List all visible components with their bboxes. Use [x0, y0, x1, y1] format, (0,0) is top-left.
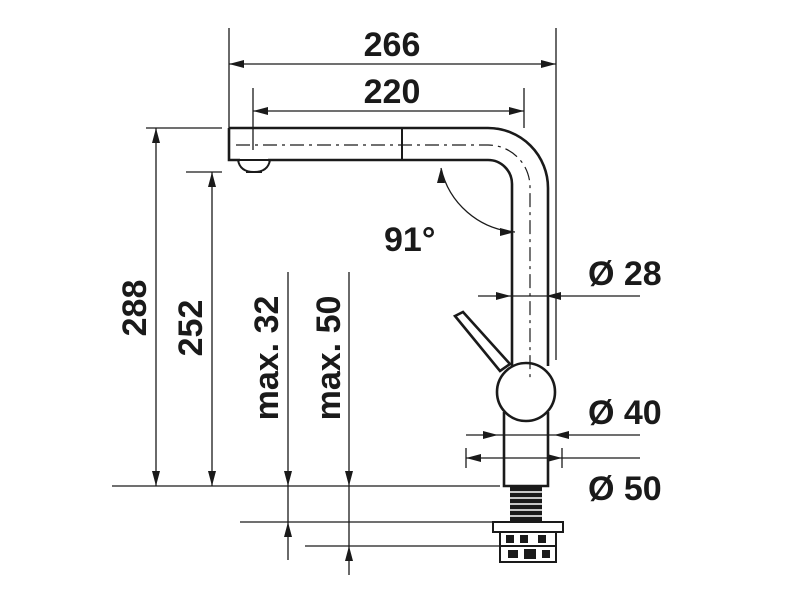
dim-total-reach: 266: [364, 26, 421, 64]
faucet-outline: [227, 126, 564, 563]
arrow-head: [284, 471, 292, 486]
arrow-head: [547, 454, 562, 462]
dim-swivel-angle: 91°: [384, 221, 435, 259]
arrow-head: [208, 172, 216, 187]
arrow-head: [500, 228, 515, 236]
arrow-head: [496, 292, 511, 300]
arrow-head: [152, 128, 160, 143]
dim-total-height: 288: [116, 280, 154, 337]
arrow-head: [345, 546, 353, 561]
arrow-head: [253, 107, 268, 115]
arrow-head: [509, 107, 524, 115]
dim-counter-max-thick: max. 50: [310, 296, 348, 421]
arrow-head: [437, 168, 445, 183]
arrow-head: [345, 471, 353, 486]
arrow-head: [554, 431, 569, 439]
arrow-head: [541, 60, 556, 68]
dimension-labels: 266 220 91° Ø 28 Ø 40 Ø 50 288 252 max. …: [116, 26, 662, 508]
dimension-lines: [152, 60, 640, 575]
arrow-head: [284, 522, 292, 537]
arrow-head: [208, 471, 216, 486]
arrow-head: [483, 431, 498, 439]
arrow-head: [229, 60, 244, 68]
dim-body-diameter: Ø 40: [588, 394, 662, 432]
dim-hole-diameter: Ø 50: [588, 470, 662, 508]
dim-spout-reach: 220: [364, 73, 421, 111]
extension-lines: [112, 28, 557, 547]
dim-spout-height: 252: [172, 300, 210, 357]
dim-counter-max-thin: max. 32: [248, 296, 286, 421]
arrow-head: [152, 471, 160, 486]
arrow-head: [466, 454, 481, 462]
arrow-head: [546, 292, 561, 300]
dim-spout-diameter: Ø 28: [588, 255, 662, 293]
